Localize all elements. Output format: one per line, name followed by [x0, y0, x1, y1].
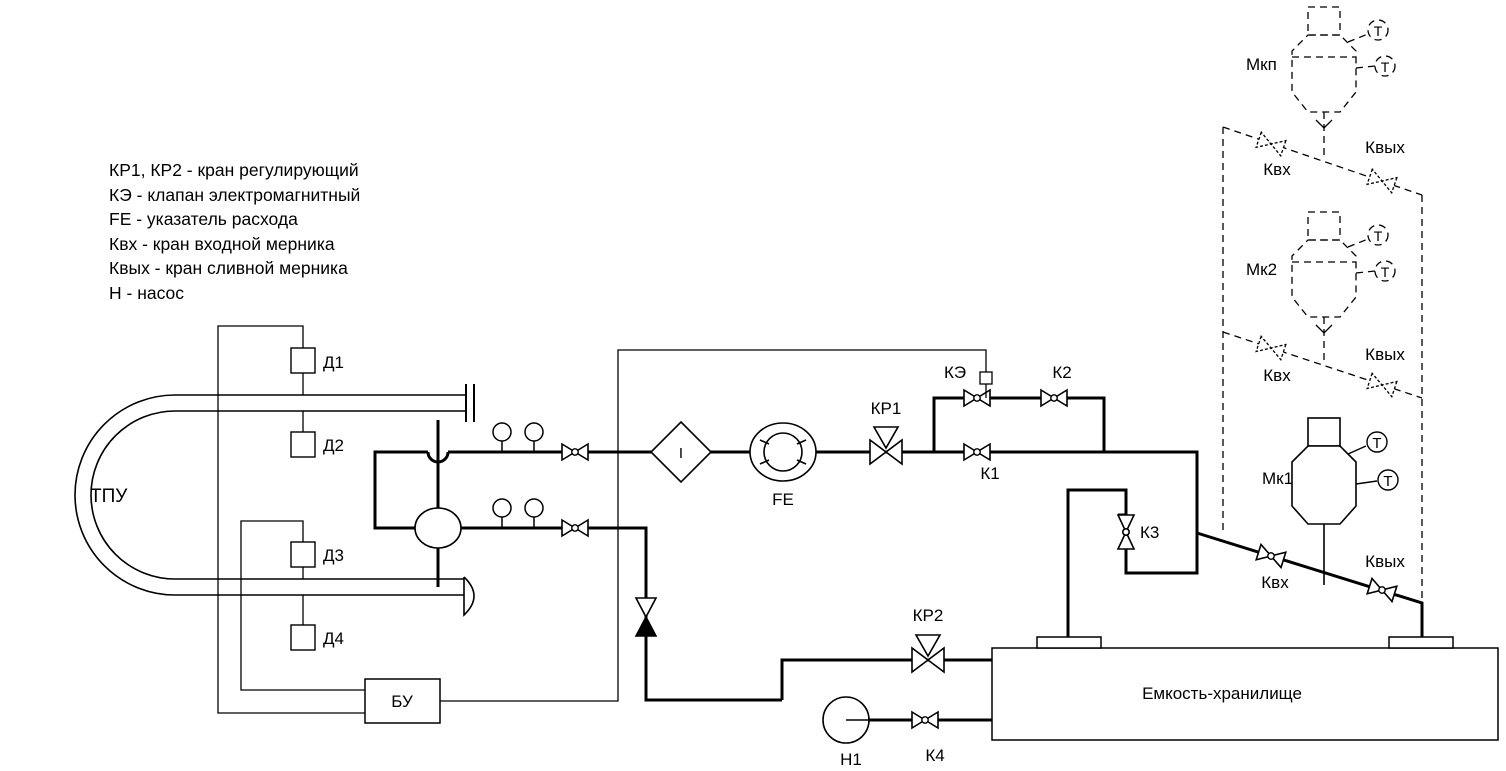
legend-item: КЭ - клапан электромагнитный — [109, 184, 361, 205]
kr1-label: КР1 — [871, 399, 902, 418]
legend-item: Н - насос — [109, 282, 185, 303]
k1-valve — [963, 443, 991, 461]
tpu-label: ТПУ — [90, 486, 128, 507]
mkn-outlet-marker — [1315, 119, 1333, 334]
kvyx-label: Квых — [1365, 138, 1405, 157]
kvyx-label: Квых — [1365, 345, 1405, 364]
d3-label: Д3 — [323, 546, 344, 565]
h1-label: Н1 — [840, 750, 862, 769]
tank-label: Емкость-хранилище — [1142, 684, 1302, 703]
legend-item: Квх - кран входной мерника — [109, 233, 335, 254]
distributor-valve — [414, 507, 462, 549]
detector-boxes — [290, 347, 316, 651]
prover-end-cap — [463, 576, 475, 617]
t-label: Т — [1374, 23, 1383, 39]
fe-label: FE — [772, 490, 794, 509]
t-label: Т — [1381, 264, 1390, 280]
k4-valve — [911, 711, 939, 729]
t-label: Т — [1374, 228, 1383, 244]
d1-label: Д1 — [323, 353, 344, 372]
mk1-tank — [1291, 417, 1357, 525]
d2-label: Д2 — [323, 436, 344, 455]
detector-wiring — [217, 325, 987, 714]
kr2-label: КР2 — [913, 606, 944, 625]
bu-label: БУ — [391, 692, 413, 711]
t-label: Т — [1383, 473, 1392, 490]
kr1-valve — [869, 426, 903, 466]
control-unit-box — [364, 678, 441, 724]
flow-meter — [749, 422, 817, 482]
k3-label: К3 — [1140, 523, 1159, 542]
mk1-thermometers — [1347, 431, 1399, 491]
storage-tank — [991, 636, 1499, 741]
legend-item: КР1, КР2 - кран регулирующий — [109, 160, 359, 180]
check-valve — [634, 597, 658, 637]
k3-valve — [1116, 514, 1136, 550]
k4-label: К4 — [925, 746, 944, 765]
mk1-label: Мк1 — [1262, 469, 1293, 488]
prover-loop — [74, 394, 466, 596]
k1-label: К1 — [980, 464, 999, 483]
t-label: Т — [1372, 435, 1381, 452]
legend-item: FE - указатель расхода — [109, 209, 298, 229]
d4-label: Д4 — [323, 629, 344, 648]
kvyx-label: Квых — [1365, 552, 1405, 571]
kvx-valve — [1255, 543, 1287, 569]
filter-label: I — [679, 445, 683, 462]
mkn-label: Мкп — [1246, 55, 1277, 74]
kvx-label: Квх — [1263, 366, 1291, 385]
dashed-valves — [1255, 130, 1398, 398]
k2-label: К2 — [1052, 363, 1071, 382]
pressure-gauges — [492, 422, 544, 529]
kvx-label: Квх — [1263, 160, 1291, 179]
valve-inlet-top — [561, 443, 589, 461]
mk2-label: Мк2 — [1246, 260, 1277, 279]
kvyx-valve — [1366, 577, 1398, 603]
prover-end-flange — [465, 384, 475, 422]
solenoid-icon — [979, 371, 993, 385]
valve-inlet-bottom — [561, 519, 589, 537]
legend-item: Квых - кран сливной мерника — [109, 258, 348, 278]
k2-valve — [1040, 389, 1068, 407]
filter-symbol — [649, 420, 713, 484]
legend: КР1, КР2 - кран регулирующий КЭ - клапан… — [109, 158, 360, 305]
t-label: Т — [1381, 59, 1390, 75]
ke-label: КЭ — [944, 363, 966, 382]
kvx-label: Квх — [1261, 573, 1289, 592]
kr2-valve — [911, 634, 945, 674]
